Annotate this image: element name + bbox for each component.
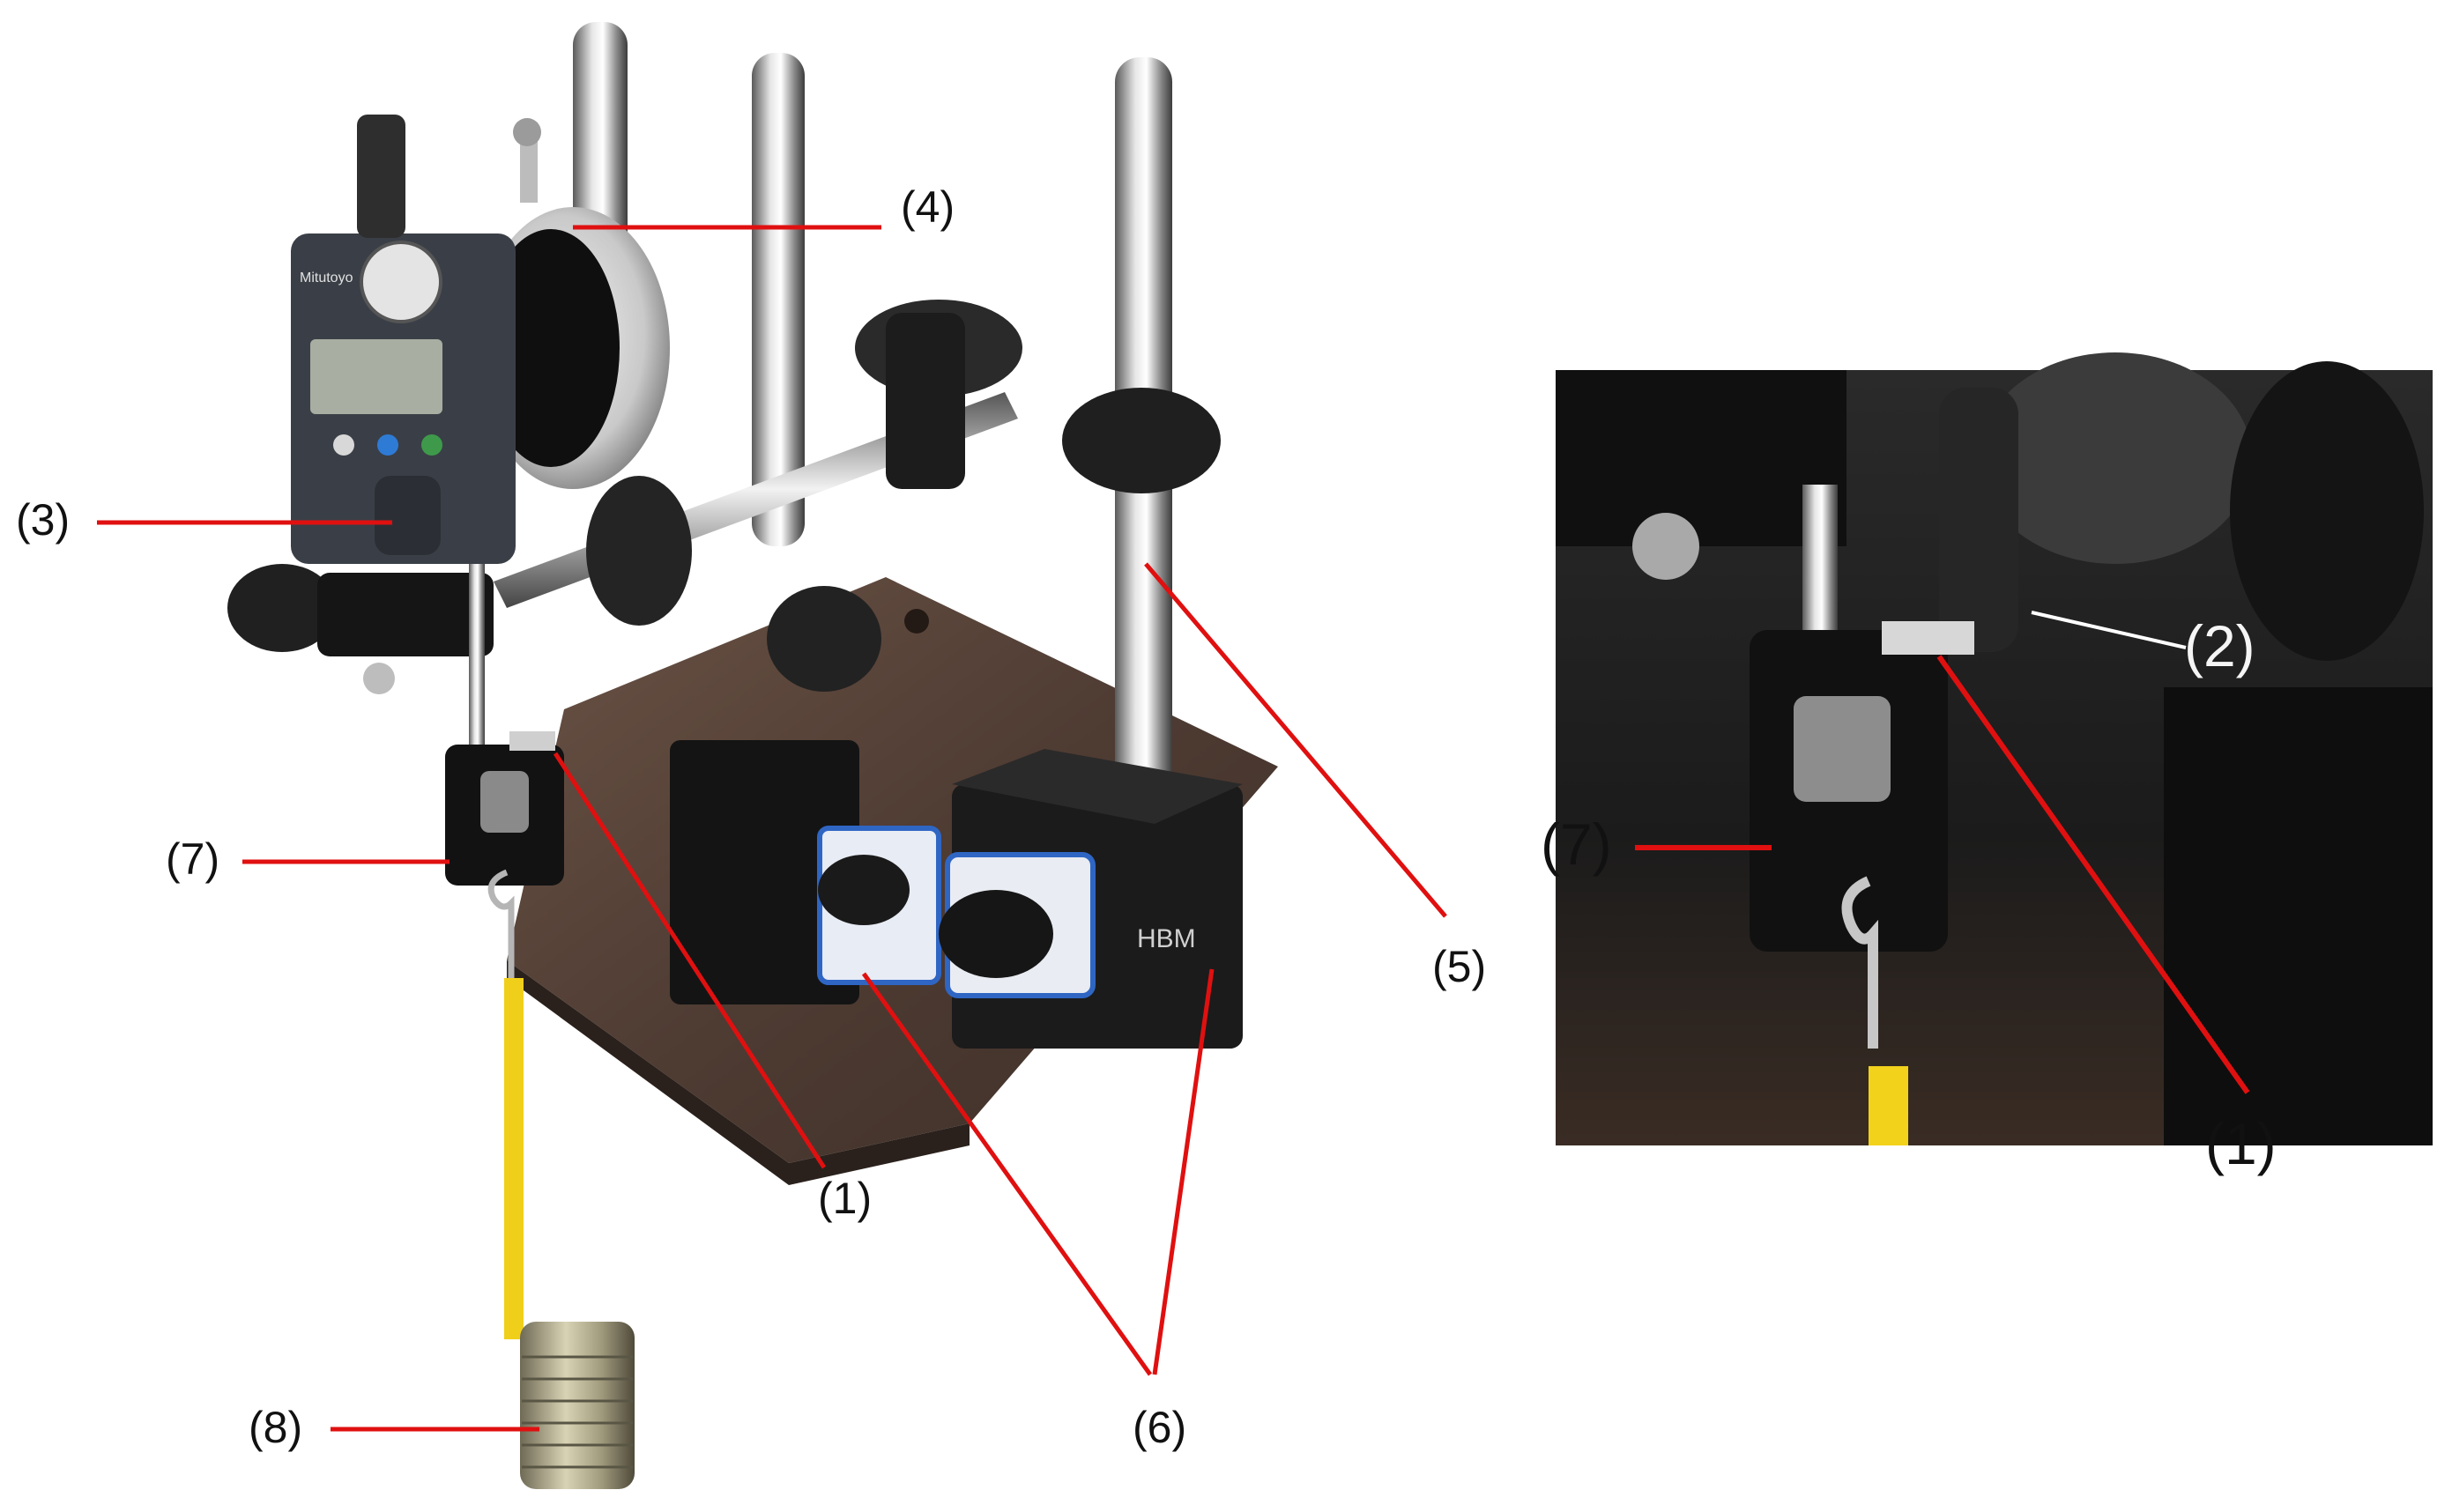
gauge-button-mode: [333, 434, 354, 456]
label-1-inset: (1): [2205, 1111, 2277, 1176]
specimen-holder-slot: [480, 771, 529, 833]
gauge-brand-text: Mitutoyo: [300, 271, 353, 285]
inset-clamp-block: [1556, 370, 1846, 546]
main-leader-lines: [97, 225, 1447, 1432]
clamp-screw: [363, 663, 395, 694]
inset-leader-lines: [1635, 611, 2250, 1094]
dial-indicator-stem: [520, 132, 538, 203]
main-photo: Mitutoyo HBM: [227, 22, 1278, 1489]
yellow-rod: [504, 978, 524, 1339]
label-8: (8): [249, 1403, 303, 1452]
inset-clamp-screw: [1632, 513, 1699, 580]
label-1-main: (1): [818, 1174, 873, 1223]
clamp-knob-mid: [586, 476, 692, 626]
magnetic-base-brand-text: HBM: [1137, 924, 1196, 953]
inset-leader-line-2: [2031, 611, 2187, 649]
inset-leader-line-1: [1936, 655, 2250, 1094]
gauge-button-set: [377, 434, 398, 456]
inset-post: [1939, 388, 2018, 652]
leader-line-6a: [861, 972, 1153, 1376]
label-6: (6): [1133, 1403, 1187, 1452]
leader-line-5: [1144, 562, 1447, 918]
gauge-top-stem: [357, 115, 405, 238]
label-7-inset: (7): [1541, 812, 1612, 877]
inset-magnet-base: [2164, 687, 2433, 1145]
dial-indicator-cap: [513, 118, 541, 146]
weight-rings: [522, 1355, 633, 1469]
gauge-spindle: [469, 564, 485, 753]
plate-hole: [904, 609, 929, 634]
vertical-post-2: [752, 53, 805, 546]
magnetic-base-1-knob: [818, 855, 910, 925]
label-5: (5): [1432, 942, 1487, 991]
inset-specimen-strip: [1882, 621, 1974, 655]
inset-photo: [1556, 352, 2433, 1145]
inset-knob-right: [2230, 361, 2424, 661]
gauge-grip: [375, 476, 441, 555]
dial-indicator-face: [482, 229, 620, 467]
leader-line-1: [553, 752, 827, 1169]
inset-knob-center: [1979, 352, 2252, 564]
magnetic-base-2-knob: [939, 890, 1053, 978]
inset-hook: [1841, 876, 1878, 1049]
gauge-dial-badge: [360, 241, 442, 323]
specimen-strip: [509, 731, 555, 751]
label-3: (3): [16, 495, 71, 545]
leader-line-6b: [1152, 968, 1215, 1375]
digital-gauge-display: [310, 339, 442, 414]
slotted-weight: [520, 1322, 635, 1489]
label-7-main: (7): [166, 834, 220, 884]
post-clamp: [886, 313, 965, 489]
inset-holder-slot: [1794, 696, 1891, 802]
clamp-knob-left: [227, 564, 337, 652]
magnetic-base-1: [670, 740, 859, 1004]
gauge-button-data: [421, 434, 442, 456]
inset-yellow-rod: [1869, 1066, 1908, 1145]
clamp-knob-center: [767, 586, 881, 692]
label-4: (4): [901, 182, 955, 232]
label-2-inset: (2): [2184, 613, 2255, 678]
magnetic-base-2-top: [952, 749, 1243, 824]
hook: [487, 869, 515, 982]
clamp-knob-right: [1062, 388, 1221, 493]
clamp-block: [317, 573, 494, 656]
base-plate-edge: [507, 960, 970, 1185]
